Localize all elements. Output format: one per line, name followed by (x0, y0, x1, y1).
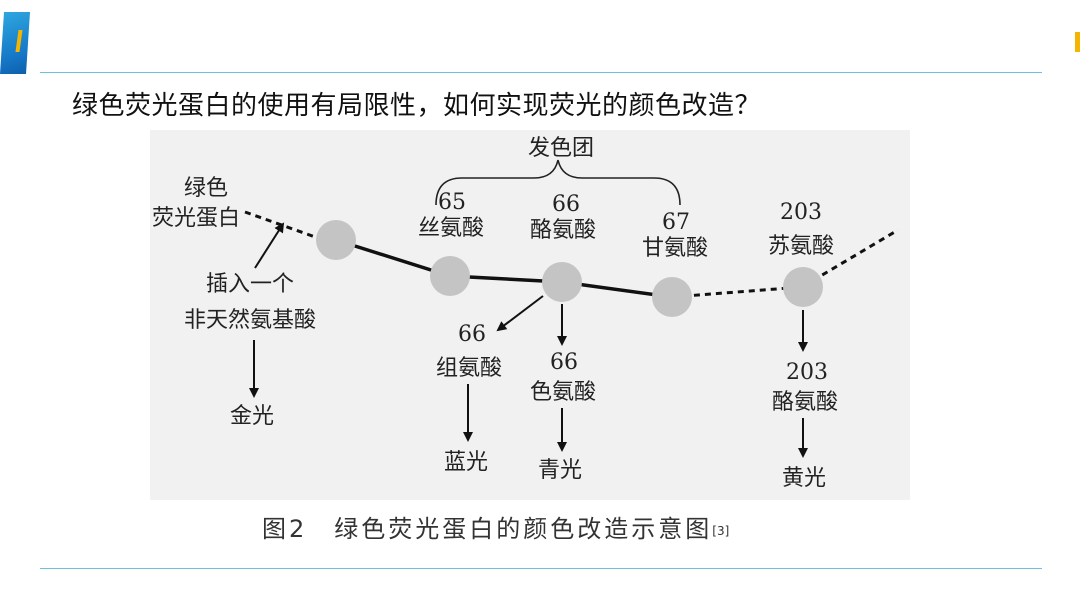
chromophore-brace (435, 159, 681, 206)
chromophore-label: 发色团 (528, 136, 595, 161)
residue-node-ser65 (430, 256, 470, 296)
caption-text: 图2 绿色荧光蛋白的颜色改造示意图 (262, 515, 713, 543)
ser65-number: 65 (438, 190, 466, 215)
gly67-number: 67 (662, 210, 690, 235)
trp66-name: 色氨酸 (530, 380, 597, 405)
residue-node-gly67 (652, 277, 692, 317)
his66-arrow (496, 295, 544, 332)
ser65-name: 丝氨酸 (418, 216, 485, 241)
residue-node-left (316, 220, 356, 260)
his66-name: 组氨酸 (436, 356, 503, 381)
tyr66-number: 66 (552, 192, 580, 217)
thr203-number: 203 (780, 200, 822, 225)
yellow-light-label: 黄光 (782, 466, 827, 491)
residue-node-thr203 (783, 267, 823, 307)
backbone-solid (335, 238, 673, 299)
figure-background (150, 130, 910, 500)
residue-node-tyr66 (542, 262, 582, 302)
his66-number: 66 (458, 322, 486, 347)
thr203-name: 苏氨酸 (768, 234, 835, 259)
tyr203-number: 203 (786, 360, 828, 385)
figure-caption: 图2 绿色荧光蛋白的颜色改造示意图[3] (262, 512, 729, 546)
trp66-number: 66 (550, 350, 578, 375)
gfp-label-line2: 荧光蛋白 (152, 206, 241, 231)
footer-divider (40, 568, 1042, 569)
gly67-name: 甘氨酸 (642, 236, 709, 261)
tyr66-name: 酪氨酸 (530, 218, 597, 243)
gfp-label-line1: 绿色 (183, 176, 228, 201)
insert-label-line1: 插入一个 (206, 272, 295, 297)
gold-light-label: 金光 (230, 404, 275, 429)
insert-arrow (254, 222, 285, 269)
caption-reference: [3] (712, 524, 730, 538)
cyan-light-label: 青光 (538, 458, 583, 483)
slide-question: 绿色荧光蛋白的使用有局限性，如何实现荧光的颜色改造？ (72, 91, 762, 121)
tyr203-name: 酪氨酸 (772, 390, 839, 415)
corner-accent-mark (1075, 32, 1080, 52)
insert-label-line2: 非天然氨基酸 (184, 308, 317, 333)
title-accent-bar (0, 12, 30, 74)
blue-light-label: 蓝光 (444, 450, 489, 475)
header-divider (40, 72, 1042, 73)
